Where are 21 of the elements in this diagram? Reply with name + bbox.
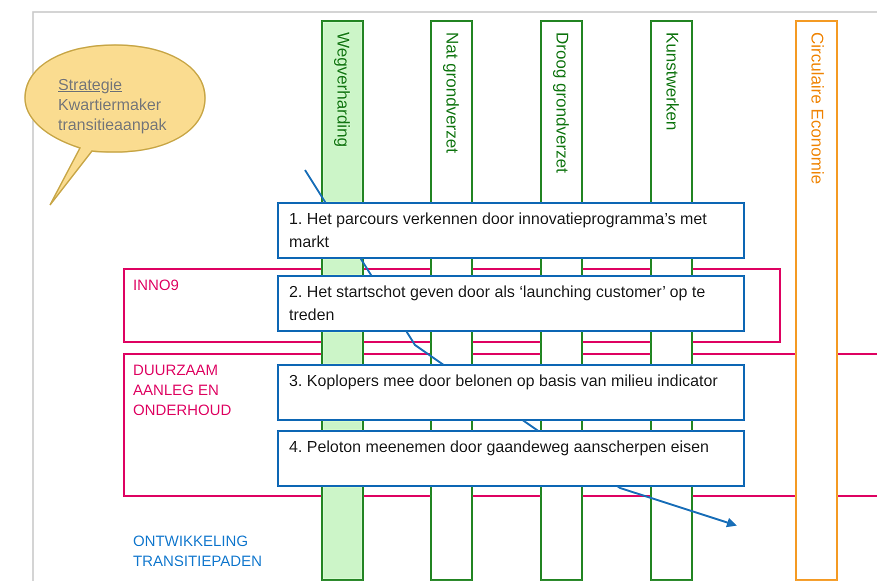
step-box [277,202,745,259]
column-label: Kunstwerken [662,32,682,130]
band-frame [123,268,781,343]
step-box [277,275,745,332]
bubble-heading: Strategie [58,76,124,96]
band-frame [123,353,877,497]
step-box [277,430,745,487]
step-text: 3. Koplopers mee door belonen op basis van milieu indicator [289,372,719,392]
band-label: INNO9 [133,276,180,296]
column-label: Wegverharding [332,32,352,147]
step-box [277,364,745,421]
step-text: 2. Het startschot geven door als ‘launching customer’ op te treden [289,283,706,326]
step-text: 1. Het parcours verkennen door innovatieprogramma’s met markt [289,210,708,253]
section-label: ONTWIKKELING TRANSITIEPADEN [133,532,263,572]
band-label: DUURZAAM AANLEG EN ONDERHOUD [133,361,232,421]
column-label: Nat grondverzet [442,32,462,153]
column-label: Droog grondverzet [552,32,572,173]
column-label: Circulaire Economie [806,32,826,184]
column-bar [795,20,838,581]
bubble-text: Kwartiermaker transitieaanpak [58,96,168,136]
step-text: 4. Peloton meenemen door gaandeweg aanscherpen eisen [289,438,710,458]
